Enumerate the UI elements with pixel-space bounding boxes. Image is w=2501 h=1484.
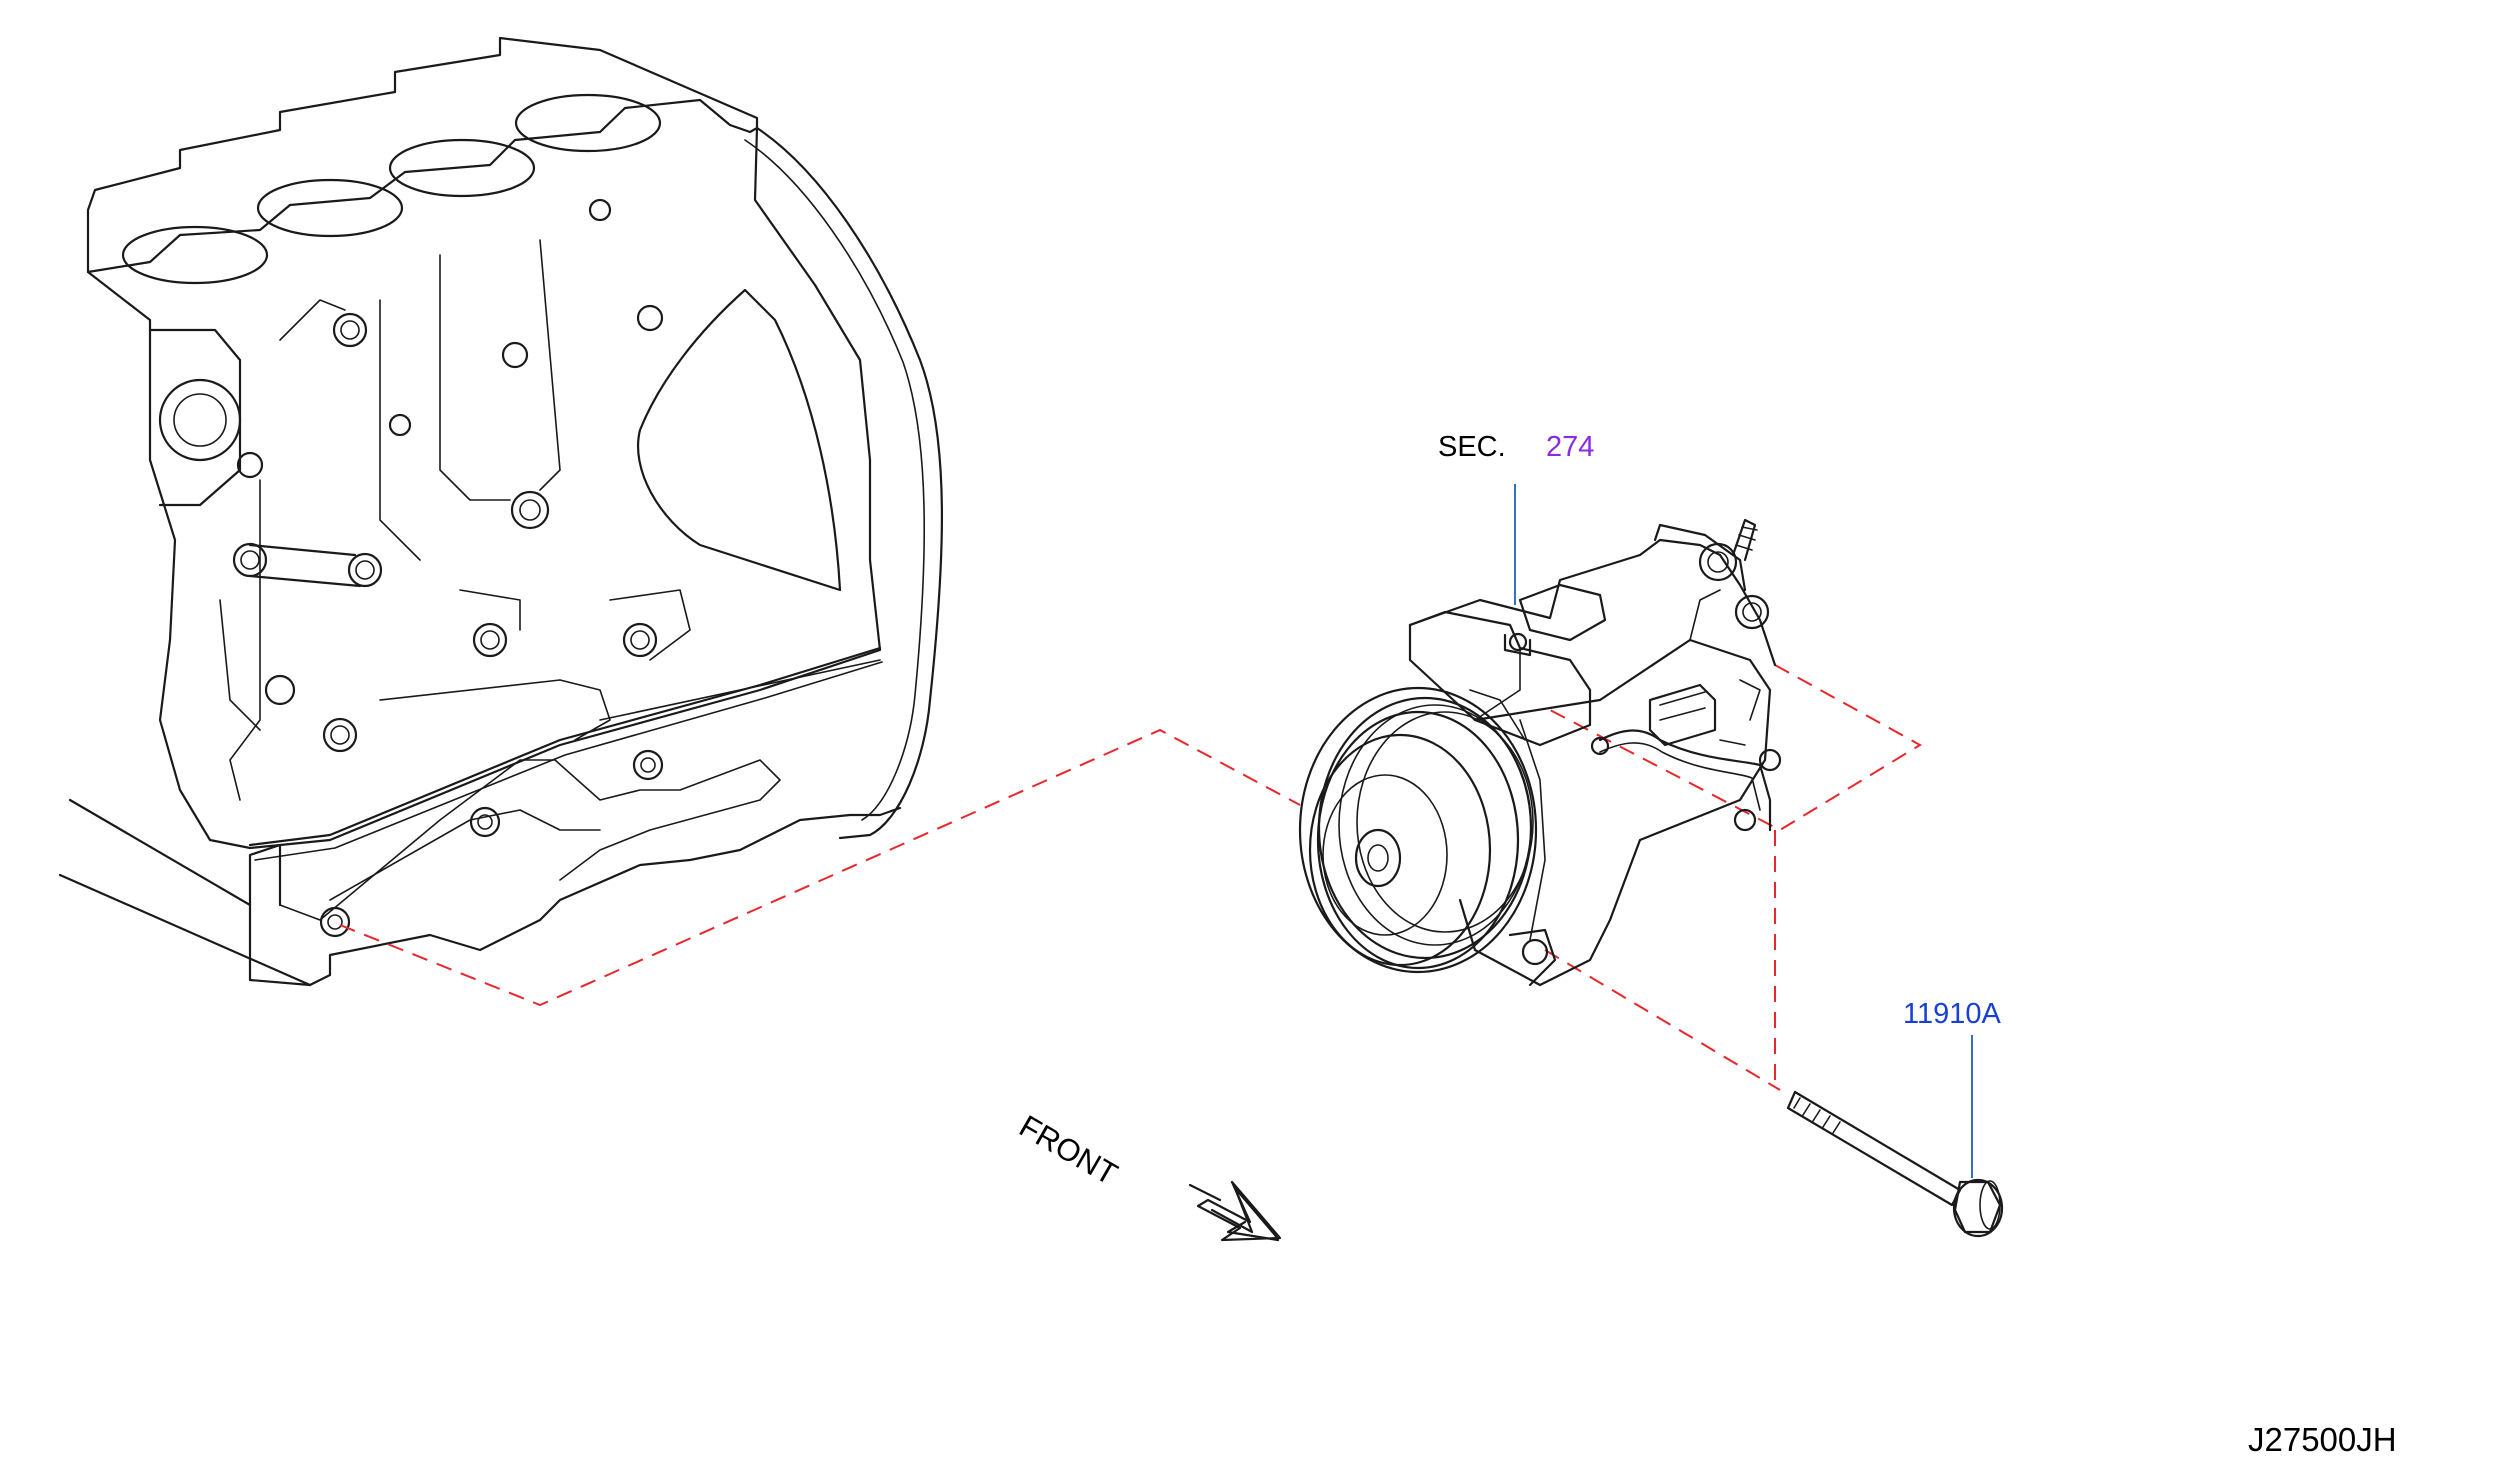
mount-hole-upper [1698, 542, 1738, 582]
cylinder-bore-1 [121, 225, 269, 285]
cylinder-bore-4 [514, 93, 662, 153]
mount-hole-lower [1521, 938, 1549, 966]
bolt-11910a [1786, 1090, 2004, 1238]
sec-prefix-label: SEC. [1438, 431, 1506, 463]
sec-number-link[interactable]: 274 [1546, 431, 1595, 463]
part-number-link[interactable]: 11910A [1903, 998, 2001, 1030]
clutch-pulley-outer [1298, 686, 1538, 974]
cylinder-bore-2 [256, 178, 404, 238]
ac-compressor [1298, 518, 1782, 987]
pulley-hub [1354, 828, 1402, 888]
leader-lines [1514, 484, 1973, 1178]
alignment-guides [339, 664, 1922, 1091]
drawing-code-label: J27500JH [2248, 1421, 2397, 1458]
engine-block [58, 36, 944, 987]
mount-boss-lower [319, 906, 351, 938]
guide-upper-mount [1549, 664, 1922, 832]
electrical-connector [1648, 683, 1717, 747]
guide-lower-mount [1544, 949, 1781, 1091]
clutch-pulley-face [1308, 733, 1492, 967]
front-arrow-icon [1188, 1180, 1282, 1242]
cylinder-bore-3 [388, 138, 536, 198]
guide-lower-boss [339, 728, 1301, 1007]
